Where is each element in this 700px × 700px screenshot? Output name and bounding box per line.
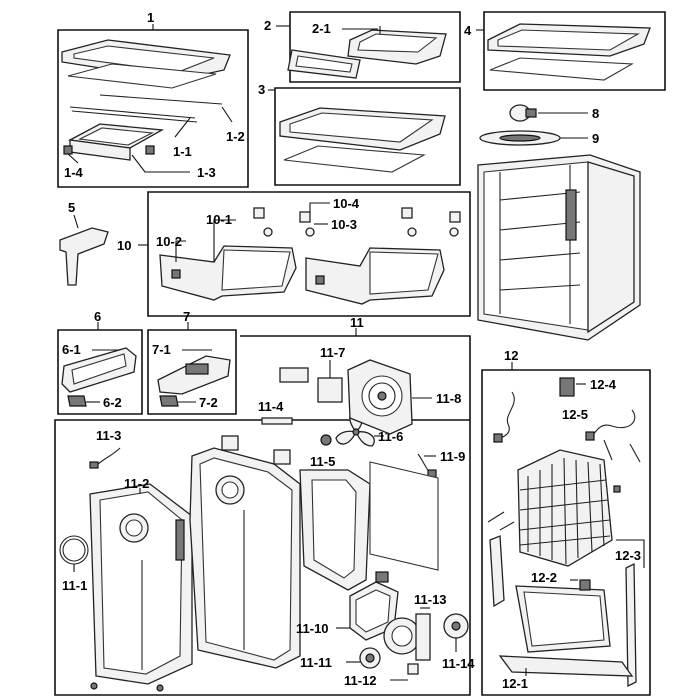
group-11-box — [54, 335, 471, 696]
label-10-2: 10-2 — [156, 234, 182, 249]
label-2-1: 2-1 — [312, 21, 331, 36]
label-11-6: 11-6 — [378, 429, 403, 444]
label-1-3: 1-3 — [197, 165, 216, 180]
part-11-12-screw — [407, 663, 419, 675]
defrost-wire — [499, 391, 515, 439]
shelf-rail-back — [99, 94, 223, 105]
group-6-box — [57, 329, 143, 415]
label-12-2: 12-2 — [531, 570, 557, 585]
label-6-1: 6-1 — [62, 342, 81, 357]
seal-ring — [59, 535, 89, 565]
label-1-1: 1-1 — [173, 144, 192, 159]
lamp-parts: 8 9 — [479, 104, 599, 146]
label-12-4: 12-4 — [590, 377, 617, 392]
label-11-2: 11-2 — [124, 476, 149, 491]
shelf-3-glass — [283, 145, 426, 173]
label-11-3: 11-3 — [96, 428, 121, 443]
group-7: 7 7-1 7-2 — [147, 309, 237, 415]
part-12-2 — [579, 579, 591, 591]
group-7-box — [147, 329, 237, 415]
refrigerator-cabinet — [477, 154, 641, 341]
group-1-box — [57, 29, 249, 188]
label-11-5: 11-5 — [310, 454, 335, 469]
label-11-9: 11-9 — [440, 449, 465, 464]
evaporator-coil — [517, 449, 613, 567]
motor-13 — [383, 613, 431, 661]
label-12-5: 12-5 — [562, 407, 588, 422]
part-7-1 — [157, 355, 231, 395]
part-11-7-plate — [279, 367, 309, 383]
part-11-5 — [320, 434, 332, 446]
group-1-shelf-assembly: 1 1-1 1-2 1-3 1-4 — [57, 10, 249, 188]
label-11-12: 11-12 — [344, 673, 377, 688]
label-11-7: 11-7 — [320, 345, 345, 360]
shelf-rail-front — [69, 106, 196, 119]
part-12-5-wire — [591, 409, 636, 437]
label-11: 11 — [350, 315, 364, 330]
side-bracket-right — [625, 562, 637, 688]
drain-pan — [498, 655, 634, 677]
side-bracket-left — [489, 535, 505, 608]
label-11-14: 11-14 — [442, 656, 475, 671]
label-11-8: 11-8 — [436, 391, 461, 406]
label-12: 12 — [504, 348, 518, 363]
group-3-shelf: 3 — [258, 82, 461, 186]
label-9: 9 — [592, 131, 599, 146]
back-plate — [369, 461, 439, 571]
part-5-bracket: 5 — [59, 200, 109, 286]
part-11-4-bar — [261, 417, 293, 425]
label-7-2: 7-2 — [199, 395, 218, 410]
group-6: 6 6-1 6-2 — [57, 309, 143, 415]
group-10-crispers: 10 10-1 10-2 10-3 10-4 — [117, 191, 471, 317]
label-7: 7 — [183, 309, 190, 324]
damper-motor — [349, 571, 399, 641]
part-7-2 — [159, 395, 179, 407]
part-12-4 — [559, 377, 575, 397]
label-1-2: 1-2 — [226, 129, 245, 144]
label-11-4: 11-4 — [258, 399, 284, 414]
label-11-11: 11-11 — [300, 655, 332, 670]
label-11-1: 11-1 — [62, 578, 87, 593]
label-8: 8 — [592, 106, 599, 121]
group-4-box — [483, 11, 666, 91]
label-12-3: 12-3 — [615, 548, 641, 563]
shelf-4-glass — [489, 57, 634, 81]
bracket — [59, 227, 109, 286]
label-5: 5 — [68, 200, 75, 215]
label-11-10: 11-10 — [296, 621, 329, 636]
label-10: 10 — [117, 238, 131, 253]
label-1-4: 1-4 — [64, 165, 84, 180]
label-11-13: 11-13 — [414, 592, 447, 607]
group-12-box — [481, 369, 651, 696]
label-6-2: 6-2 — [103, 395, 122, 410]
group-12-evaporator: 12 12-4 12-5 — [481, 348, 651, 696]
label-6: 6 — [94, 309, 101, 324]
part-6-2 — [67, 395, 87, 407]
label-4: 4 — [464, 23, 472, 38]
group-11-evaporator-cover: 11 11-1 11-2 11-3 11-4 11-5 — [54, 315, 475, 696]
label-2: 2 — [264, 18, 271, 33]
group-2-drawer: 2 2-1 — [264, 11, 461, 83]
label-7-1: 7-1 — [152, 342, 171, 357]
label-10-1: 10-1 — [206, 212, 232, 227]
label-3: 3 — [258, 82, 265, 97]
harness-wire — [95, 447, 121, 467]
label-1: 1 — [147, 10, 154, 25]
label-12-1: 12-1 — [502, 676, 528, 691]
label-10-3: 10-3 — [331, 217, 357, 232]
group-4-shelf: 4 — [464, 11, 666, 91]
shelf-glass — [67, 63, 217, 89]
group-10-box — [147, 191, 471, 317]
label-10-4: 10-4 — [333, 196, 360, 211]
group-3-box — [274, 87, 461, 186]
